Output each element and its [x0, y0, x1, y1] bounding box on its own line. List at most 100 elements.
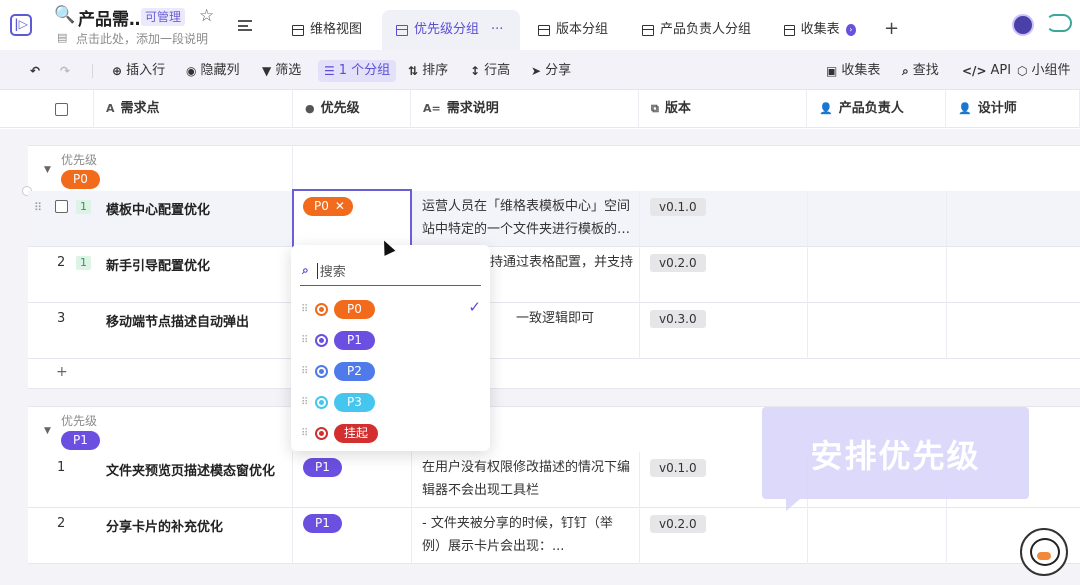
cell-divider — [639, 452, 640, 508]
add-view-icon[interactable]: + — [884, 18, 900, 39]
row-index: 3 — [57, 311, 66, 326]
option-p0[interactable]: ⠿ P0 ✓ — [301, 297, 481, 321]
tab-priority-group[interactable]: 优先级分组 ··· — [382, 10, 520, 50]
search-placeholder: 搜索 — [319, 265, 346, 280]
help-mascot-icon[interactable] — [1020, 528, 1068, 576]
form-button[interactable]: ▣收集表 — [826, 60, 880, 82]
option-p2[interactable]: ⠿ P2 — [301, 359, 481, 383]
collapse-caret-icon[interactable]: ▼ — [44, 426, 51, 436]
tab-grid-view[interactable]: 维格视图 — [278, 10, 376, 50]
avatar[interactable] — [1012, 14, 1034, 36]
hide-columns-button[interactable]: ◉隐藏列 — [186, 60, 240, 82]
version-tag[interactable]: v0.3.0 — [650, 310, 706, 328]
row-description-line: 在用户没有权限修改描述的情况下编 — [422, 460, 631, 475]
table-row[interactable]: 3 移动端节点描述自动弹出 一致逻辑即可 v0.3.0 — [28, 303, 1080, 359]
column-header-version[interactable]: ⧉版本 — [639, 90, 807, 128]
group-button[interactable]: ☰1 个分组 — [318, 60, 397, 82]
cell-divider — [639, 508, 640, 564]
row-index: 1 — [57, 460, 66, 475]
eye-icon: ◉ — [186, 64, 197, 78]
sidebar-toggle-icon[interactable]: |▷ — [10, 14, 32, 36]
row-checkbox[interactable] — [55, 200, 68, 213]
find-button[interactable]: ⌕查找 — [902, 60, 939, 82]
drag-handle-icon[interactable]: ⠿ — [301, 334, 308, 346]
option-search-field[interactable]: ⌕ 搜索 — [300, 256, 481, 286]
tab-owner-group[interactable]: 产品负责人分组 — [628, 10, 765, 50]
row-height-icon: ↕ — [470, 64, 481, 78]
option-dropdown: ⌕ 搜索 ⠿ P0 ✓ ⠿ P1 ⠿ P2 ⠿ P3 ⠿ 挂起 — [291, 245, 490, 451]
priority-tag[interactable]: P1 — [303, 514, 342, 533]
cell-divider — [292, 452, 293, 508]
cloud-icon[interactable] — [1046, 14, 1072, 32]
column-header-priority[interactable]: ●优先级 — [293, 90, 411, 128]
priority-cell-editor[interactable]: P0 ✕ — [292, 189, 412, 251]
caption-overlay: 安排优先级 — [762, 407, 1029, 511]
menu-icon[interactable] — [238, 20, 252, 31]
check-icon: ✓ — [468, 298, 481, 316]
table-row[interactable]: ⠿ 1 模板中心配置优化 运营人员在「维格表模板中心」空间 站中特定的一个文件夹… — [28, 191, 1080, 247]
tab-scroll-icon[interactable]: › — [845, 24, 856, 36]
document-title[interactable]: 产品需… — [78, 10, 146, 30]
radio-icon[interactable] — [315, 302, 328, 316]
column-header-description[interactable]: A=需求说明 — [411, 90, 639, 128]
row-height-button[interactable]: ↕行高 — [470, 60, 510, 82]
table-row[interactable]: 2 1 新手引导配置优化 持通过表格配置，并支持 v0.2.0 — [28, 247, 1080, 303]
priority-tag[interactable]: P1 — [303, 458, 342, 477]
row-description-line: 站中特定的一个文件夹进行模板的… — [422, 222, 631, 237]
plus-circle-icon: ⊕ — [112, 64, 123, 78]
option-suspended[interactable]: ⠿ 挂起 — [301, 421, 481, 445]
description-field[interactable]: 点击此处，添加一段说明 — [76, 32, 209, 46]
grid-view-icon — [396, 24, 408, 36]
widget-button[interactable]: ⬡小组件 — [1017, 60, 1071, 82]
drag-handle-icon[interactable]: ⠿ — [301, 396, 308, 408]
tab-more-icon[interactable]: ··· — [491, 22, 504, 37]
option-p3[interactable]: ⠿ P3 — [301, 390, 481, 414]
tab-form[interactable]: 收集表 › — [770, 10, 870, 50]
version-tag[interactable]: v0.1.0 — [650, 459, 706, 477]
add-row-icon[interactable]: + — [56, 364, 68, 380]
cell-divider — [807, 303, 808, 359]
text-caret — [316, 262, 318, 279]
collapse-caret-icon[interactable]: ▼ — [44, 165, 51, 175]
group-field-caption: 优先级 — [61, 414, 98, 428]
radio-icon[interactable] — [315, 333, 328, 347]
version-tag[interactable]: v0.2.0 — [650, 254, 706, 272]
add-row[interactable]: + — [28, 359, 1080, 389]
row-description-line: 例）展示卡片会出现：... — [422, 539, 565, 554]
row-description-line: 持通过表格配置，并支持 — [490, 255, 634, 270]
redo-icon[interactable]: ↷ — [60, 64, 71, 78]
radio-icon[interactable] — [315, 395, 328, 409]
sort-button[interactable]: ⇅排序 — [408, 60, 448, 82]
star-icon[interactable]: ☆ — [199, 6, 215, 26]
tab-version-group[interactable]: 版本分组 — [524, 10, 622, 50]
cell-divider — [807, 191, 808, 247]
option-p1[interactable]: ⠿ P1 — [301, 328, 481, 352]
remove-option-icon[interactable]: ✕ — [334, 199, 345, 213]
drag-handle-icon[interactable]: ⠿ — [34, 201, 43, 214]
drag-handle-icon[interactable]: ⠿ — [301, 427, 308, 439]
drag-handle-icon[interactable]: ⠿ — [301, 365, 308, 377]
share-button[interactable]: ➤分享 — [531, 60, 571, 82]
insert-row-button[interactable]: ⊕插入行 — [112, 60, 165, 82]
version-tag[interactable]: v0.1.0 — [650, 198, 706, 216]
drag-handle-icon[interactable]: ⠿ — [301, 303, 308, 315]
radio-icon[interactable] — [315, 364, 328, 378]
grid-view-icon — [538, 24, 550, 36]
row-title: 新手引导配置优化 — [106, 259, 211, 274]
column-header-designer[interactable]: 👤设计师 — [946, 90, 1080, 128]
column-header-product-owner[interactable]: 👤产品负责人 — [807, 90, 946, 128]
radio-icon[interactable] — [315, 426, 328, 440]
version-tag[interactable]: v0.2.0 — [650, 515, 706, 533]
member-icon: 👤 — [819, 102, 833, 115]
select-all-checkbox[interactable] — [55, 102, 68, 116]
filter-button[interactable]: ▼筛选 — [262, 60, 301, 82]
comment-count-badge[interactable]: 1 — [76, 200, 91, 214]
comment-count-badge[interactable]: 1 — [76, 256, 91, 270]
undo-icon[interactable]: ↶ — [30, 64, 41, 78]
table-row[interactable]: 2 分享卡片的补充优化 P1 - 文件夹被分享的时候，钉钉（举 例）展示卡片会出… — [28, 508, 1080, 564]
selected-option-tag: P0 ✕ — [303, 197, 353, 216]
api-button[interactable]: </>API — [962, 60, 1011, 82]
cell-divider — [807, 247, 808, 303]
cell-divider — [946, 303, 947, 359]
